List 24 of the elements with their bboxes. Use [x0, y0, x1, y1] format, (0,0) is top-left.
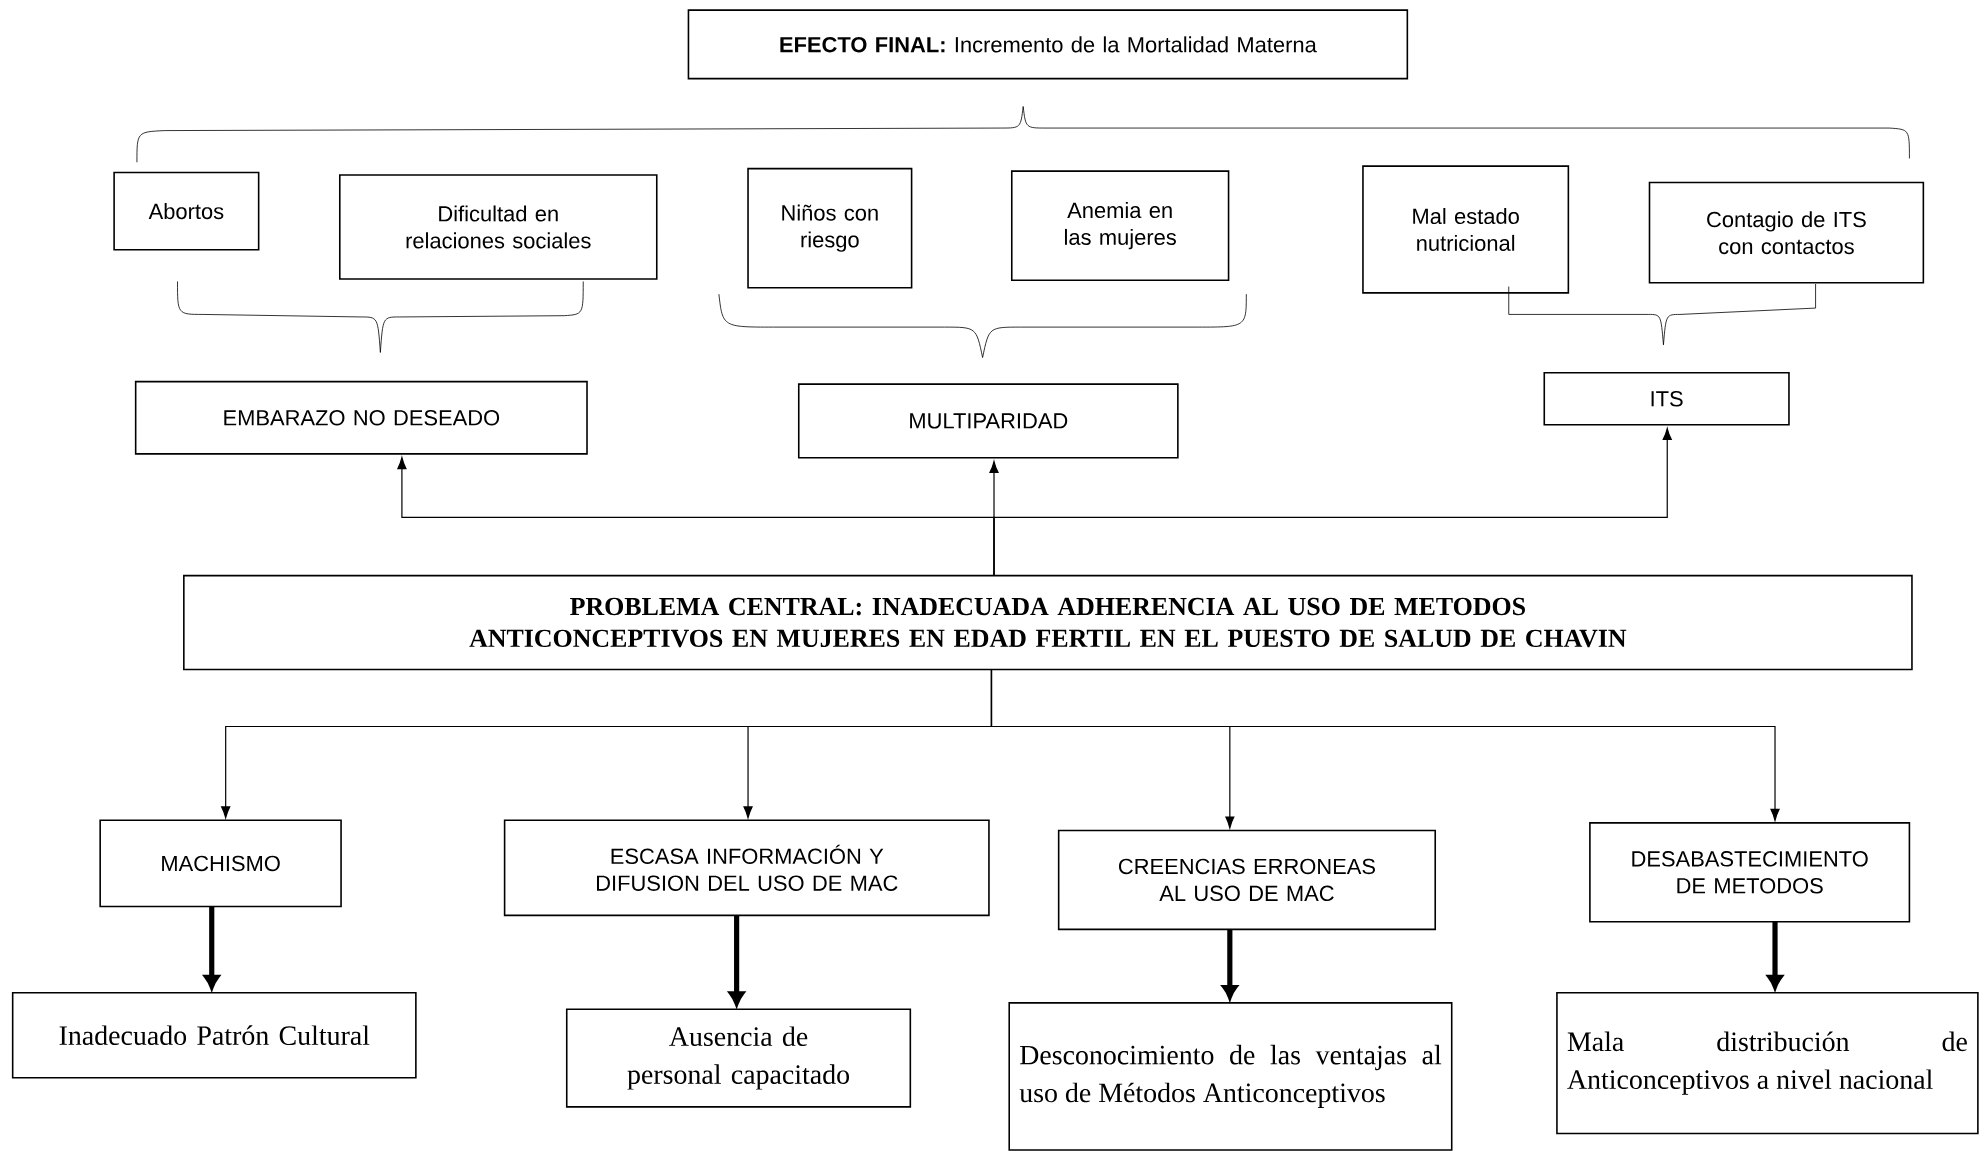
- text-box: Dificultad en relaciones sociales: [339, 174, 658, 280]
- text-box: Inadecuado Patrón Cultural: [11, 991, 417, 1079]
- text-box: DESABASTECIMIENTO DE METODOS: [1589, 821, 1911, 923]
- arrow: [203, 906, 220, 990]
- text-box: Niños con riesgo: [747, 167, 913, 289]
- text-box: CREENCIAS ERRONEAS AL USO DE MAC: [1057, 829, 1437, 931]
- arrow: [1221, 929, 1238, 1000]
- text-box: Mala distribución de Anticonceptivos a nivel nacional: [1556, 991, 1979, 1135]
- text-box: Contagio de ITS con contactos: [1648, 181, 1925, 284]
- text-box: ITS: [1543, 371, 1790, 426]
- arrow: [993, 427, 1672, 577]
- text-box: MACHISMO: [99, 819, 342, 908]
- text-box: Desconocimiento de las ventajas al uso de Métodos Anticonceptivos: [1008, 1002, 1453, 1151]
- text-box: ESCASA INFORMACIÓN Y DIFUSION DEL USO DE MAC: [503, 819, 990, 917]
- text-box: Mal estado nutricional: [1362, 165, 1570, 294]
- text-box: Anemia en las mujeres: [1010, 170, 1230, 281]
- text-box: Abortos: [113, 171, 260, 251]
- text-box: EMBARAZO NO DESEADO: [134, 380, 588, 455]
- text-box: MULTIPARIDAD: [797, 383, 1179, 459]
- arrow: [1767, 921, 1783, 990]
- central-problem-box: PROBLEMA CENTRAL: INADECUADA ADHERENCIA AL USO DE METODOS ANTICONCEPTIVOS EN MUJERES EN EDAD FERTIL EN EL PUESTO DE SALUD DE CHAVIN: [183, 574, 1913, 671]
- text-box: EFECTO FINAL: Incremento de la Mortalidad Materna: [687, 9, 1409, 80]
- arrow: [990, 668, 1780, 821]
- text-box: Ausencia de personal capacitado: [565, 1008, 912, 1108]
